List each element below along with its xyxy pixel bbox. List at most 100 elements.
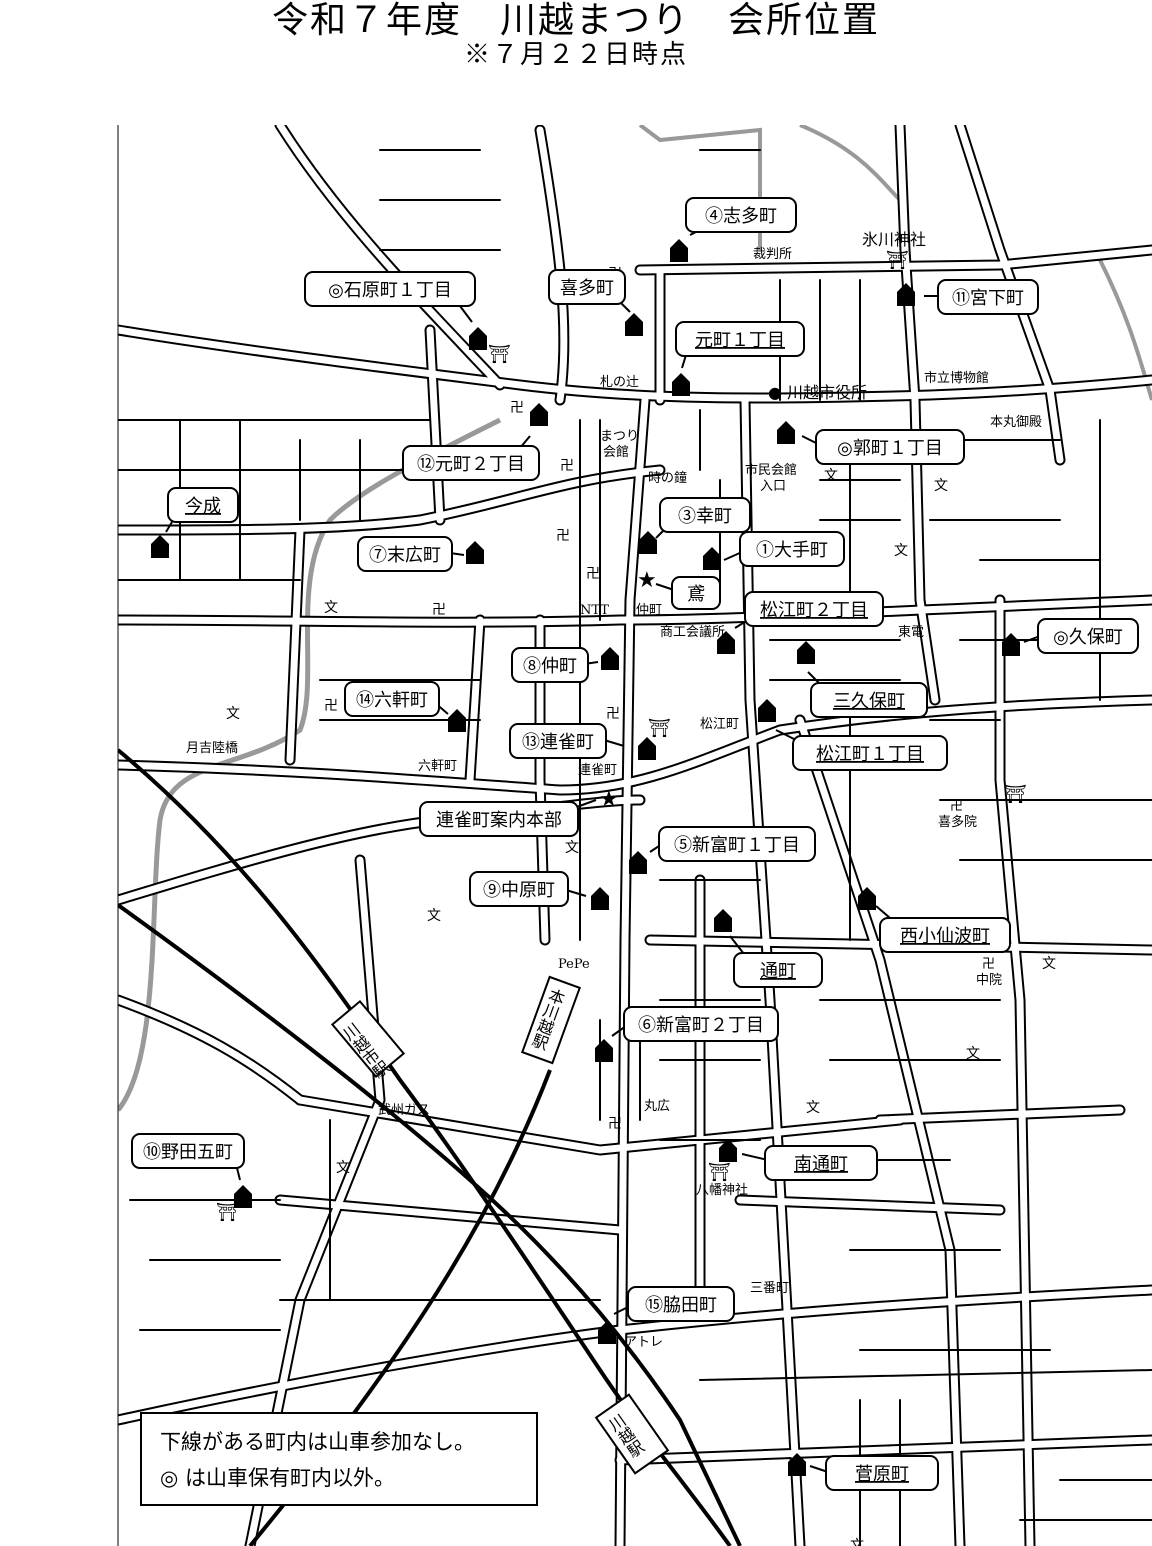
house-icon	[777, 421, 795, 444]
callout-kita-label: 喜多町	[560, 278, 614, 299]
school-icon: 文	[1042, 956, 1056, 972]
landmark-tsukiyoshi: 月吉陸橋	[186, 740, 238, 756]
landmark-ntt: NTT	[580, 603, 609, 618]
callout-renjaku[interactable]: ⑬連雀町	[509, 723, 625, 759]
house-icon	[625, 313, 643, 336]
railway-jr	[118, 903, 742, 1546]
callout-kubo[interactable]: ◎久保町	[1023, 618, 1139, 654]
callout-miyashita-label: ⑪宮下町	[952, 288, 1024, 309]
house-icon	[598, 1321, 616, 1344]
house-icon	[151, 535, 169, 558]
house-icon	[758, 699, 776, 722]
callout-saiwai[interactable]: ③幸町	[655, 497, 751, 539]
callout-noda-label: ⑩野田五町	[143, 1142, 233, 1163]
house-icon	[670, 239, 688, 262]
callout-wakita[interactable]: ⑮脇田町	[613, 1286, 735, 1322]
callout-kuruwa[interactable]: ◎郭町１丁目	[801, 429, 965, 465]
school-icon: 文	[824, 468, 838, 484]
callout-ishiwara[interactable]: ◎石原町１丁目	[304, 271, 476, 323]
callout-shintomi1-label: ⑤新富町１丁目	[674, 835, 800, 856]
kaisho-markers[interactable]	[151, 239, 1020, 1476]
school-icon: 文	[806, 1100, 820, 1116]
landmark-sanbancho: 三番町	[750, 1281, 789, 1296]
callout-toori[interactable]: 通町	[729, 935, 823, 988]
landmark-nakacho: 仲町	[636, 603, 662, 618]
landmark-shimin-2: 入口	[760, 479, 786, 494]
callout-rokken[interactable]: ⑭六軒町	[344, 681, 449, 717]
callout-sugahara[interactable]: 菅原町	[809, 1455, 939, 1491]
house-icon	[629, 851, 647, 874]
shrine-icon: ⛩	[488, 344, 511, 365]
callout-nakahara-label: ⑨中原町	[483, 880, 555, 901]
landmark-kitain-mark: 卍	[950, 799, 963, 814]
callout-nishikosenba[interactable]: 西小仙波町	[875, 905, 1011, 953]
school-icon: 文	[850, 1538, 864, 1546]
landmark-tokinokane: 時の鐘	[648, 470, 687, 486]
callout-shita-label: ④志多町	[705, 206, 777, 227]
shrine-icon: ⛩	[216, 1202, 239, 1223]
callout-motomachi1[interactable]: 元町１丁目	[675, 321, 805, 369]
temple-icon: 卍	[432, 602, 446, 618]
callout-miyashita[interactable]: ⑪宮下町	[924, 279, 1039, 315]
callout-shita[interactable]: ④志多町	[685, 197, 797, 236]
landmark-toden: 東電	[898, 624, 924, 640]
landmark-matsurikaikan-1: まつり	[600, 429, 639, 444]
landmark-shimin-1: 市民会館	[745, 462, 797, 478]
callout-motomachi2-label: ⑫元町２丁目	[417, 454, 525, 475]
callout-ote-label: ①大手町	[756, 540, 828, 561]
callout-minamitoori[interactable]: 南通町	[741, 1145, 878, 1181]
house-icon	[469, 327, 487, 350]
house-icon	[448, 709, 466, 732]
callout-suehiro[interactable]: ⑦末広町	[357, 536, 465, 572]
callout-nakahara[interactable]: ⑨中原町	[469, 871, 587, 907]
landmark-shiyakusho: ● 川越市役所	[768, 383, 867, 402]
temple-icon: 卍	[324, 698, 338, 714]
kaisho-callouts[interactable]: ④志多町 喜多町 ◎石原町１丁目 元町１丁目 ⑪宮下町 ◎郭町１丁目	[131, 197, 1139, 1491]
landmark-saibansho: 裁判所	[753, 246, 792, 262]
callout-imanari[interactable]: 今成	[165, 487, 239, 533]
temple-icon: 卍	[608, 1116, 622, 1132]
landmark-pepe: PePe	[558, 957, 590, 972]
house-icon	[788, 1453, 806, 1476]
callout-shintomi2[interactable]: ⑥新富町２丁目	[611, 1006, 779, 1042]
house-icon	[703, 547, 721, 570]
callout-kuruwa-label: ◎郭町１丁目	[837, 438, 943, 459]
callout-naka[interactable]: ⑧仲町	[511, 647, 599, 683]
shrine-icon: ⛩	[708, 1162, 731, 1183]
map-title: 令和７年度 川越まつり 会所位置	[271, 0, 880, 41]
callout-renjaku-label: ⑬連雀町	[522, 732, 594, 753]
callout-noda[interactable]: ⑩野田五町	[131, 1133, 245, 1181]
landmark-matsurikaikan-2: 会館	[603, 445, 629, 460]
callout-naka-label: ⑧仲町	[523, 656, 577, 677]
landmark-fudanotsuji: 札の辻	[600, 375, 639, 390]
star-icon: ★	[637, 568, 657, 593]
callout-motomachi1-label: 元町１丁目	[695, 330, 785, 351]
callout-motomachi2[interactable]: ⑫元町２丁目	[402, 435, 540, 481]
landmark-marubiro: 丸広	[644, 1099, 670, 1114]
callout-sankubo[interactable]: 三久保町	[807, 671, 928, 718]
temple-icon: 卍	[510, 400, 524, 416]
legend-line-2: ◎ は山車保有町内以外。	[160, 1466, 395, 1490]
star-icon: ★	[599, 787, 619, 812]
callout-matsue2[interactable]: 松江町２丁目	[734, 591, 884, 629]
callout-renjakuhq[interactable]: 連雀町案内本部	[419, 799, 597, 837]
callout-tobi[interactable]: 鳶	[655, 576, 721, 610]
callout-imanari-label: 今成	[185, 496, 221, 517]
callout-shintomi1[interactable]: ⑤新富町１丁目	[649, 826, 816, 862]
callout-nishikosenba-label: 西小仙波町	[900, 926, 990, 947]
shrine-icon: ⛩	[648, 718, 671, 739]
school-icon: 文	[966, 1046, 980, 1062]
house-icon	[234, 1185, 252, 1208]
callout-renjakuhq-label: 連雀町案内本部	[436, 810, 562, 831]
temple-icon: 卍	[606, 706, 620, 722]
legend-box: 下線がある町内は山車参加なし。 ◎ は山車保有町内以外。	[140, 1412, 538, 1506]
temple-icon: 卍	[586, 566, 600, 582]
callout-matsue1[interactable]: 松江町１丁目	[775, 729, 948, 771]
callout-ote[interactable]: ①大手町	[723, 531, 845, 567]
station-hon-kawagoe: 本川越駅	[521, 975, 581, 1065]
callout-wakita-label: ⑮脇田町	[645, 1295, 717, 1316]
callout-kita[interactable]: 喜多町	[548, 269, 631, 313]
callout-minamitoori-label: 南通町	[794, 1154, 848, 1175]
school-icon: 文	[894, 543, 908, 559]
